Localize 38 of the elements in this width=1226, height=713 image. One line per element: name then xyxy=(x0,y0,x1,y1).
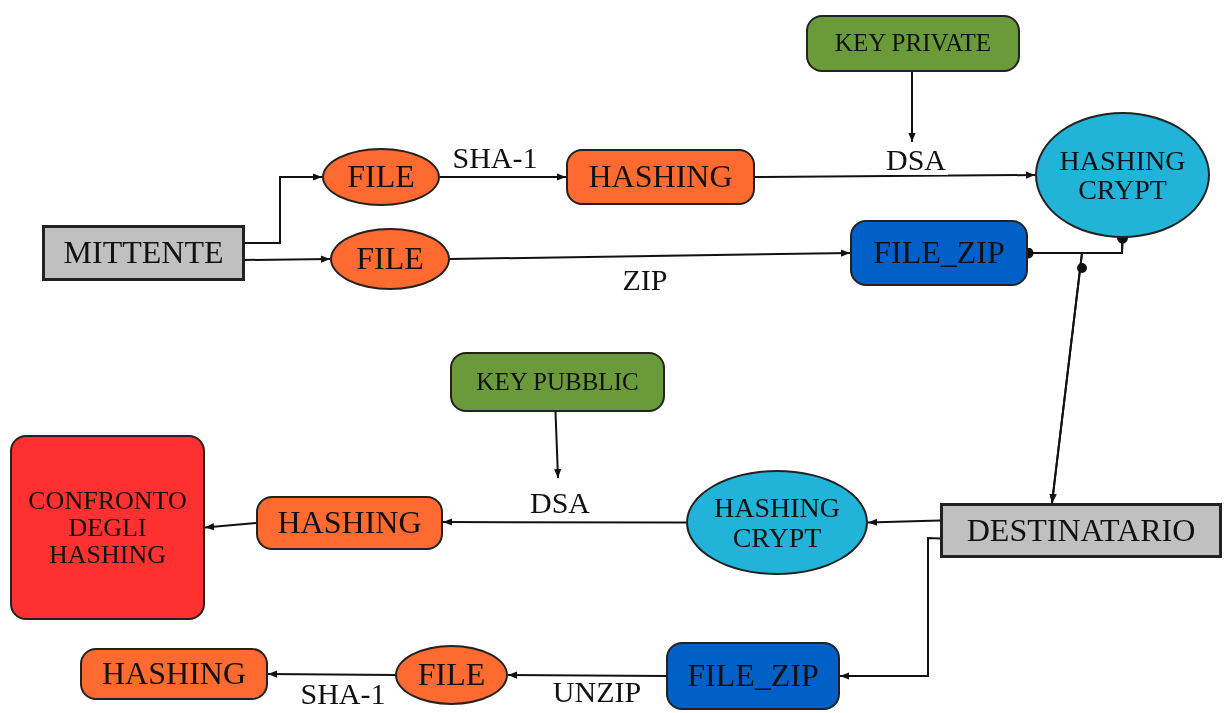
key-box xyxy=(450,352,665,412)
node-label: HASHING CRYPT xyxy=(713,493,841,552)
arrow xyxy=(442,518,687,526)
node-label: FILE xyxy=(347,160,415,194)
node-label: FILE xyxy=(356,242,424,276)
archive-box xyxy=(850,220,1028,286)
node-label: KEY PUBBLIC xyxy=(476,368,639,396)
arrow xyxy=(267,670,396,678)
arrow xyxy=(449,249,851,260)
arrow xyxy=(867,518,941,526)
sender-box xyxy=(42,225,245,281)
node-label: HASHING xyxy=(102,657,246,691)
node-label: DESTINATARIO xyxy=(966,513,1196,548)
result-box xyxy=(10,435,205,620)
arrow xyxy=(244,173,323,244)
archive-box xyxy=(666,642,840,710)
process-box xyxy=(80,648,268,700)
process-box xyxy=(256,496,443,550)
node-label: CONFRONTO DEGLI HASHING xyxy=(27,486,188,569)
arrow xyxy=(244,255,331,263)
node-label: HASHING xyxy=(588,160,733,194)
process-box xyxy=(566,149,755,205)
node-label: FILE_ZIP xyxy=(873,236,1005,270)
arrow xyxy=(554,411,562,479)
node-label: HASHING xyxy=(277,506,422,540)
node-label: FILE xyxy=(417,658,486,692)
node-label: FILE_ZIP xyxy=(687,659,819,693)
node-label: MITTENTE xyxy=(63,236,224,270)
arrow xyxy=(204,522,257,531)
receiver-box xyxy=(940,503,1222,558)
arrow xyxy=(507,671,667,679)
arrow xyxy=(754,171,1036,179)
arrow xyxy=(439,173,567,181)
key-box xyxy=(806,15,1020,72)
node-label: HASHING CRYPT xyxy=(1058,145,1187,205)
arrow xyxy=(908,71,916,143)
arrow xyxy=(839,536,941,680)
node-label: KEY PRIVATE xyxy=(834,30,992,57)
